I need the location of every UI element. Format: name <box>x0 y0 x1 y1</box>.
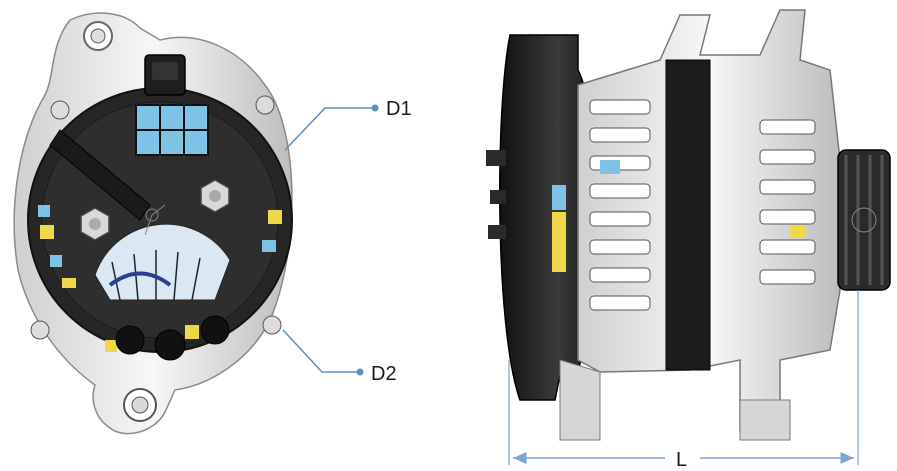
callout-d2-label: D2 <box>371 363 397 385</box>
callout-d1-label: D1 <box>386 98 412 120</box>
callout-d1: D1 <box>284 98 412 151</box>
dimension-length: L <box>508 290 859 471</box>
callout-d2: D2 <box>282 329 397 385</box>
alternator-side-view <box>486 9 891 441</box>
alternator-front-view <box>13 12 293 435</box>
dimension-length-label: L <box>676 449 687 471</box>
